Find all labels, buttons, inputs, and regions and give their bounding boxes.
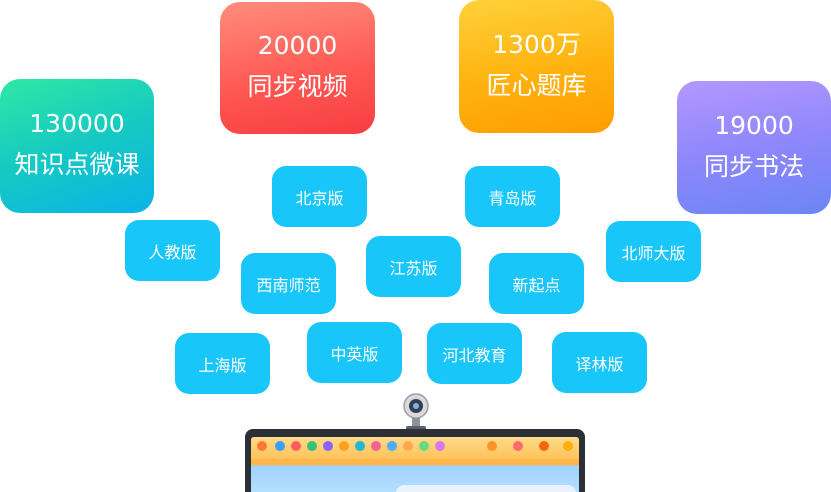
content-panel [396,485,576,492]
publisher-beishida[interactable]: 北师大版 [606,221,701,282]
publisher-zhongying[interactable]: 中英版 [307,322,402,383]
app-icon [513,441,523,451]
app-icon [257,441,267,451]
stat-label: 同步视频 [247,72,348,101]
publisher-xinan-shifan[interactable]: 西南师范 [241,253,336,314]
stat-value: 130000 [29,109,125,138]
tablet-device [245,429,585,492]
app-icon [371,441,381,451]
app-icon [387,441,397,451]
app-icon [307,441,317,451]
app-icon [355,441,365,451]
publisher-qingdao[interactable]: 青岛版 [465,166,560,227]
publisher-jiangsu[interactable]: 江苏版 [366,236,461,297]
stat-label: 同步书法 [703,151,804,181]
app-icon [339,441,349,451]
stat-value: 19000 [714,110,794,140]
publisher-hebei-jiaoyu[interactable]: 河北教育 [427,323,522,384]
app-icon [435,441,445,451]
app-icon [275,441,285,451]
publisher-renjiao[interactable]: 人教版 [125,220,220,281]
app-toolbar [251,437,579,459]
stat-card-micro-lessons: 130000 知识点微课 [0,79,154,213]
app-icon [419,441,429,451]
stat-card-calligraphy: 19000 同步书法 [677,81,831,214]
publisher-shanghai[interactable]: 上海版 [175,333,270,394]
app-icon [403,441,413,451]
publisher-beijing[interactable]: 北京版 [272,166,367,227]
app-icon [291,441,301,451]
tablet-screen [251,437,579,492]
app-icon [539,441,549,451]
stat-card-sync-video: 20000 同步视频 [220,2,375,134]
app-icon [487,441,497,451]
app-icon [563,441,573,451]
publisher-yilin[interactable]: 译林版 [552,332,647,393]
stat-card-question-bank: 1300万 匠心题库 [459,0,614,133]
stat-label: 匠心题库 [486,70,587,100]
stat-value: 1300万 [492,29,581,59]
publisher-xinqidian[interactable]: 新起点 [489,253,584,314]
webcam-icon [403,393,429,430]
stat-label: 知识点微课 [14,150,140,179]
stat-value: 20000 [257,31,338,60]
app-icon [323,441,333,451]
